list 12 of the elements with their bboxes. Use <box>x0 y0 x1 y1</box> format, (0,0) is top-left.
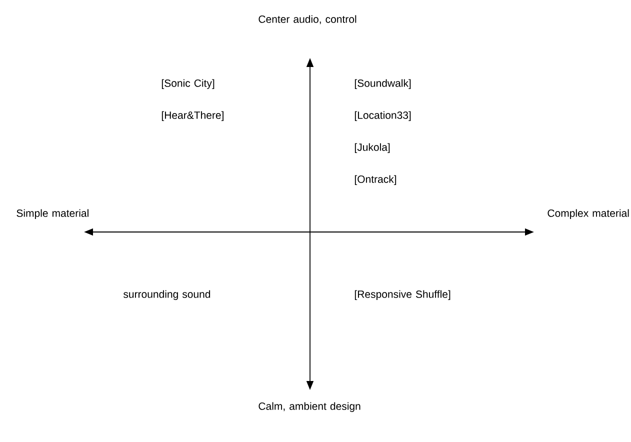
axis-label: Simple material <box>16 209 88 219</box>
axis-label: Complex material <box>548 209 629 219</box>
axis-label: Calm, ambient design <box>258 402 360 412</box>
project-label: [Soundwalk] <box>354 79 411 89</box>
quadrant-label: surrounding sound <box>124 290 210 300</box>
project-label: [Jukola] <box>354 143 390 153</box>
axis-label: Center audio, control <box>258 15 356 24</box>
project-label: [Sonic City] <box>162 79 214 89</box>
project-label: [Hear&There] <box>162 111 224 121</box>
project-label: [Location33] <box>354 111 411 121</box>
project-label: [Ontrack] <box>354 175 396 185</box>
project-label: [Responsive Shuffle] <box>354 290 450 300</box>
